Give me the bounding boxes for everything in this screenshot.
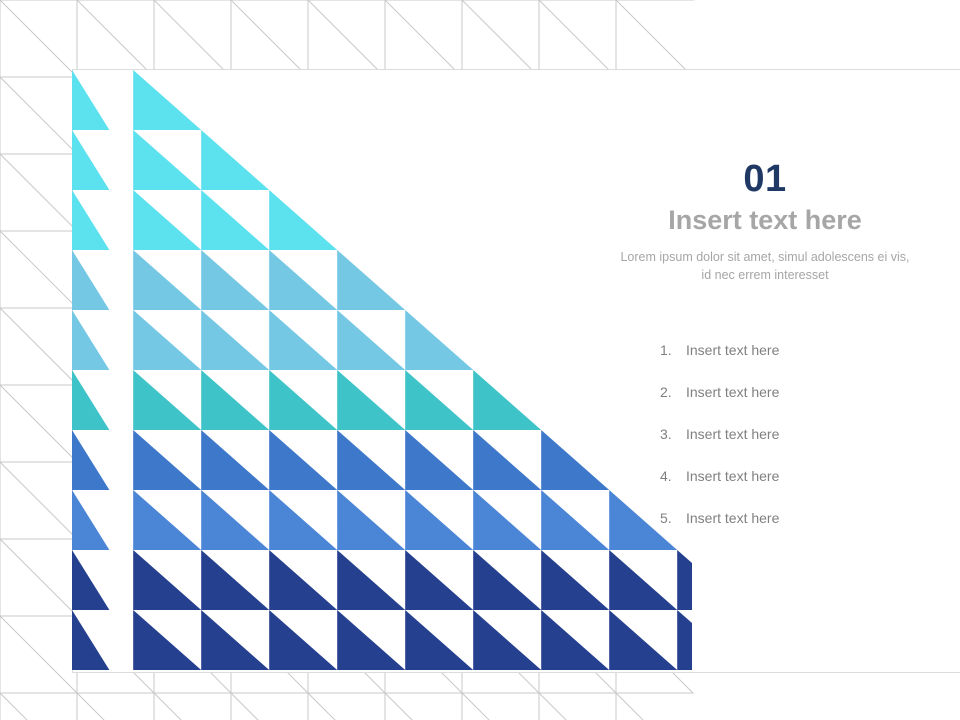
triangle-mosaic-graphic xyxy=(72,70,692,670)
list-item-number: 1. xyxy=(660,342,672,358)
list-item-label: Insert text here xyxy=(686,342,780,358)
list-item[interactable]: 5. Insert text here xyxy=(660,510,940,552)
list-item-label: Insert text here xyxy=(686,510,780,526)
subtitle-text: Lorem ipsum dolor sit amet, simul adoles… xyxy=(620,249,910,282)
list-item-number: 2. xyxy=(660,384,672,400)
list-item-number: 5. xyxy=(660,510,672,526)
page-title: Insert text here xyxy=(668,205,862,235)
list-item-label: Insert text here xyxy=(686,468,780,484)
section-number: 01 xyxy=(743,158,787,200)
numbered-list: 1. Insert text here 2. Insert text here 3. In… xyxy=(660,342,940,552)
text-block: 01 Insert text here Lorem ipsum dolor si… xyxy=(600,160,930,284)
list-item[interactable]: 1. Insert text here xyxy=(660,342,940,384)
list-item-label: Insert text here xyxy=(686,426,780,442)
list-item-label: Insert text here xyxy=(686,384,780,400)
list-item[interactable]: 2. Insert text here xyxy=(660,384,940,426)
list-item[interactable]: 3. Insert text here xyxy=(660,426,940,468)
list-item[interactable]: 4. Insert text here xyxy=(660,468,940,510)
list-item-number: 4. xyxy=(660,468,672,484)
list-item-number: 3. xyxy=(660,426,672,442)
